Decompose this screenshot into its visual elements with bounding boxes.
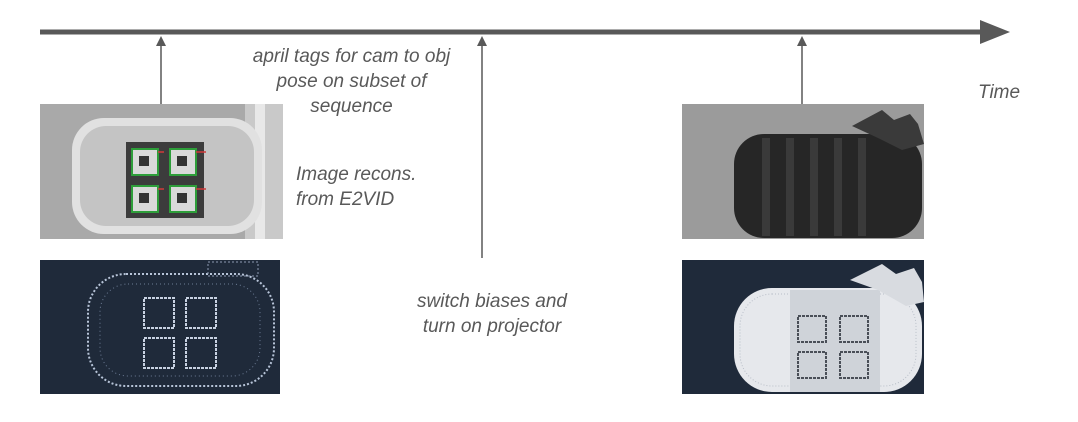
april-tag-id-ticks	[158, 151, 206, 190]
april-tag-core-bl	[139, 193, 149, 203]
right-recon-object	[734, 134, 922, 238]
right-events-tags	[797, 315, 869, 379]
timeline-arrowhead	[980, 20, 1010, 44]
april-tag-overlays	[131, 148, 197, 213]
left-events-image	[40, 260, 280, 394]
right-events-fixture	[850, 264, 924, 306]
right-recon-fixture	[852, 110, 924, 150]
time-axis-label: Time	[978, 82, 1021, 103]
right-recon-stripe-5	[858, 138, 866, 236]
right-recon-stripe-2	[786, 138, 794, 236]
left-events-tag-tr	[185, 297, 217, 329]
left-events-tag-bl	[143, 337, 175, 369]
april-tag-overlay-bl	[131, 185, 159, 213]
april-tag-cores	[139, 156, 187, 203]
april-tag-core-br	[177, 193, 187, 203]
left-events-fixture	[207, 261, 259, 277]
left-recon-image	[40, 104, 283, 239]
right-events-tag-tr	[839, 315, 869, 343]
marker-arrowhead-right-capture	[797, 36, 807, 46]
left-events-tags	[143, 297, 217, 369]
april-tag-core-tl	[139, 156, 149, 166]
april-tags-label: april tags for cam to obj pose on subset…	[229, 44, 474, 119]
right-events-tag-br	[839, 351, 869, 379]
right-events-tag-bl	[797, 351, 827, 379]
left-events-tag-tl	[143, 297, 175, 329]
right-recon-stripe-3	[810, 138, 818, 236]
image-recons-label: Image recons. from E2VID	[296, 162, 416, 212]
switch-biases-line-2: turn on projector	[422, 316, 562, 337]
switch-biases-label: switch biases and turn on projector	[392, 289, 592, 339]
right-events-tag-tl	[797, 315, 827, 343]
april-tags-line-2: pose on subset of	[276, 71, 427, 92]
image-recons-line-2: from E2VID	[296, 189, 395, 210]
left-events-board-outline	[87, 273, 275, 387]
marker-arrowhead-switch-biases	[477, 36, 487, 46]
left-events-tag-br	[185, 337, 217, 369]
april-tags-line-3: sequence	[310, 96, 393, 117]
right-recon-stripes	[762, 138, 866, 236]
marker-arrowhead-april-tags	[156, 36, 166, 46]
april-tag-core-tr	[177, 156, 187, 166]
image-recons-line-1: Image recons.	[296, 164, 417, 185]
right-recon-stripe-4	[834, 138, 842, 236]
right-events-image	[682, 260, 924, 394]
april-tags-line-1: april tags for cam to obj	[252, 46, 451, 67]
right-recon-image	[682, 104, 924, 239]
switch-biases-line-1: switch biases and	[417, 291, 567, 312]
left-events-board-inner	[99, 283, 261, 377]
right-recon-stripe-1	[762, 138, 770, 236]
